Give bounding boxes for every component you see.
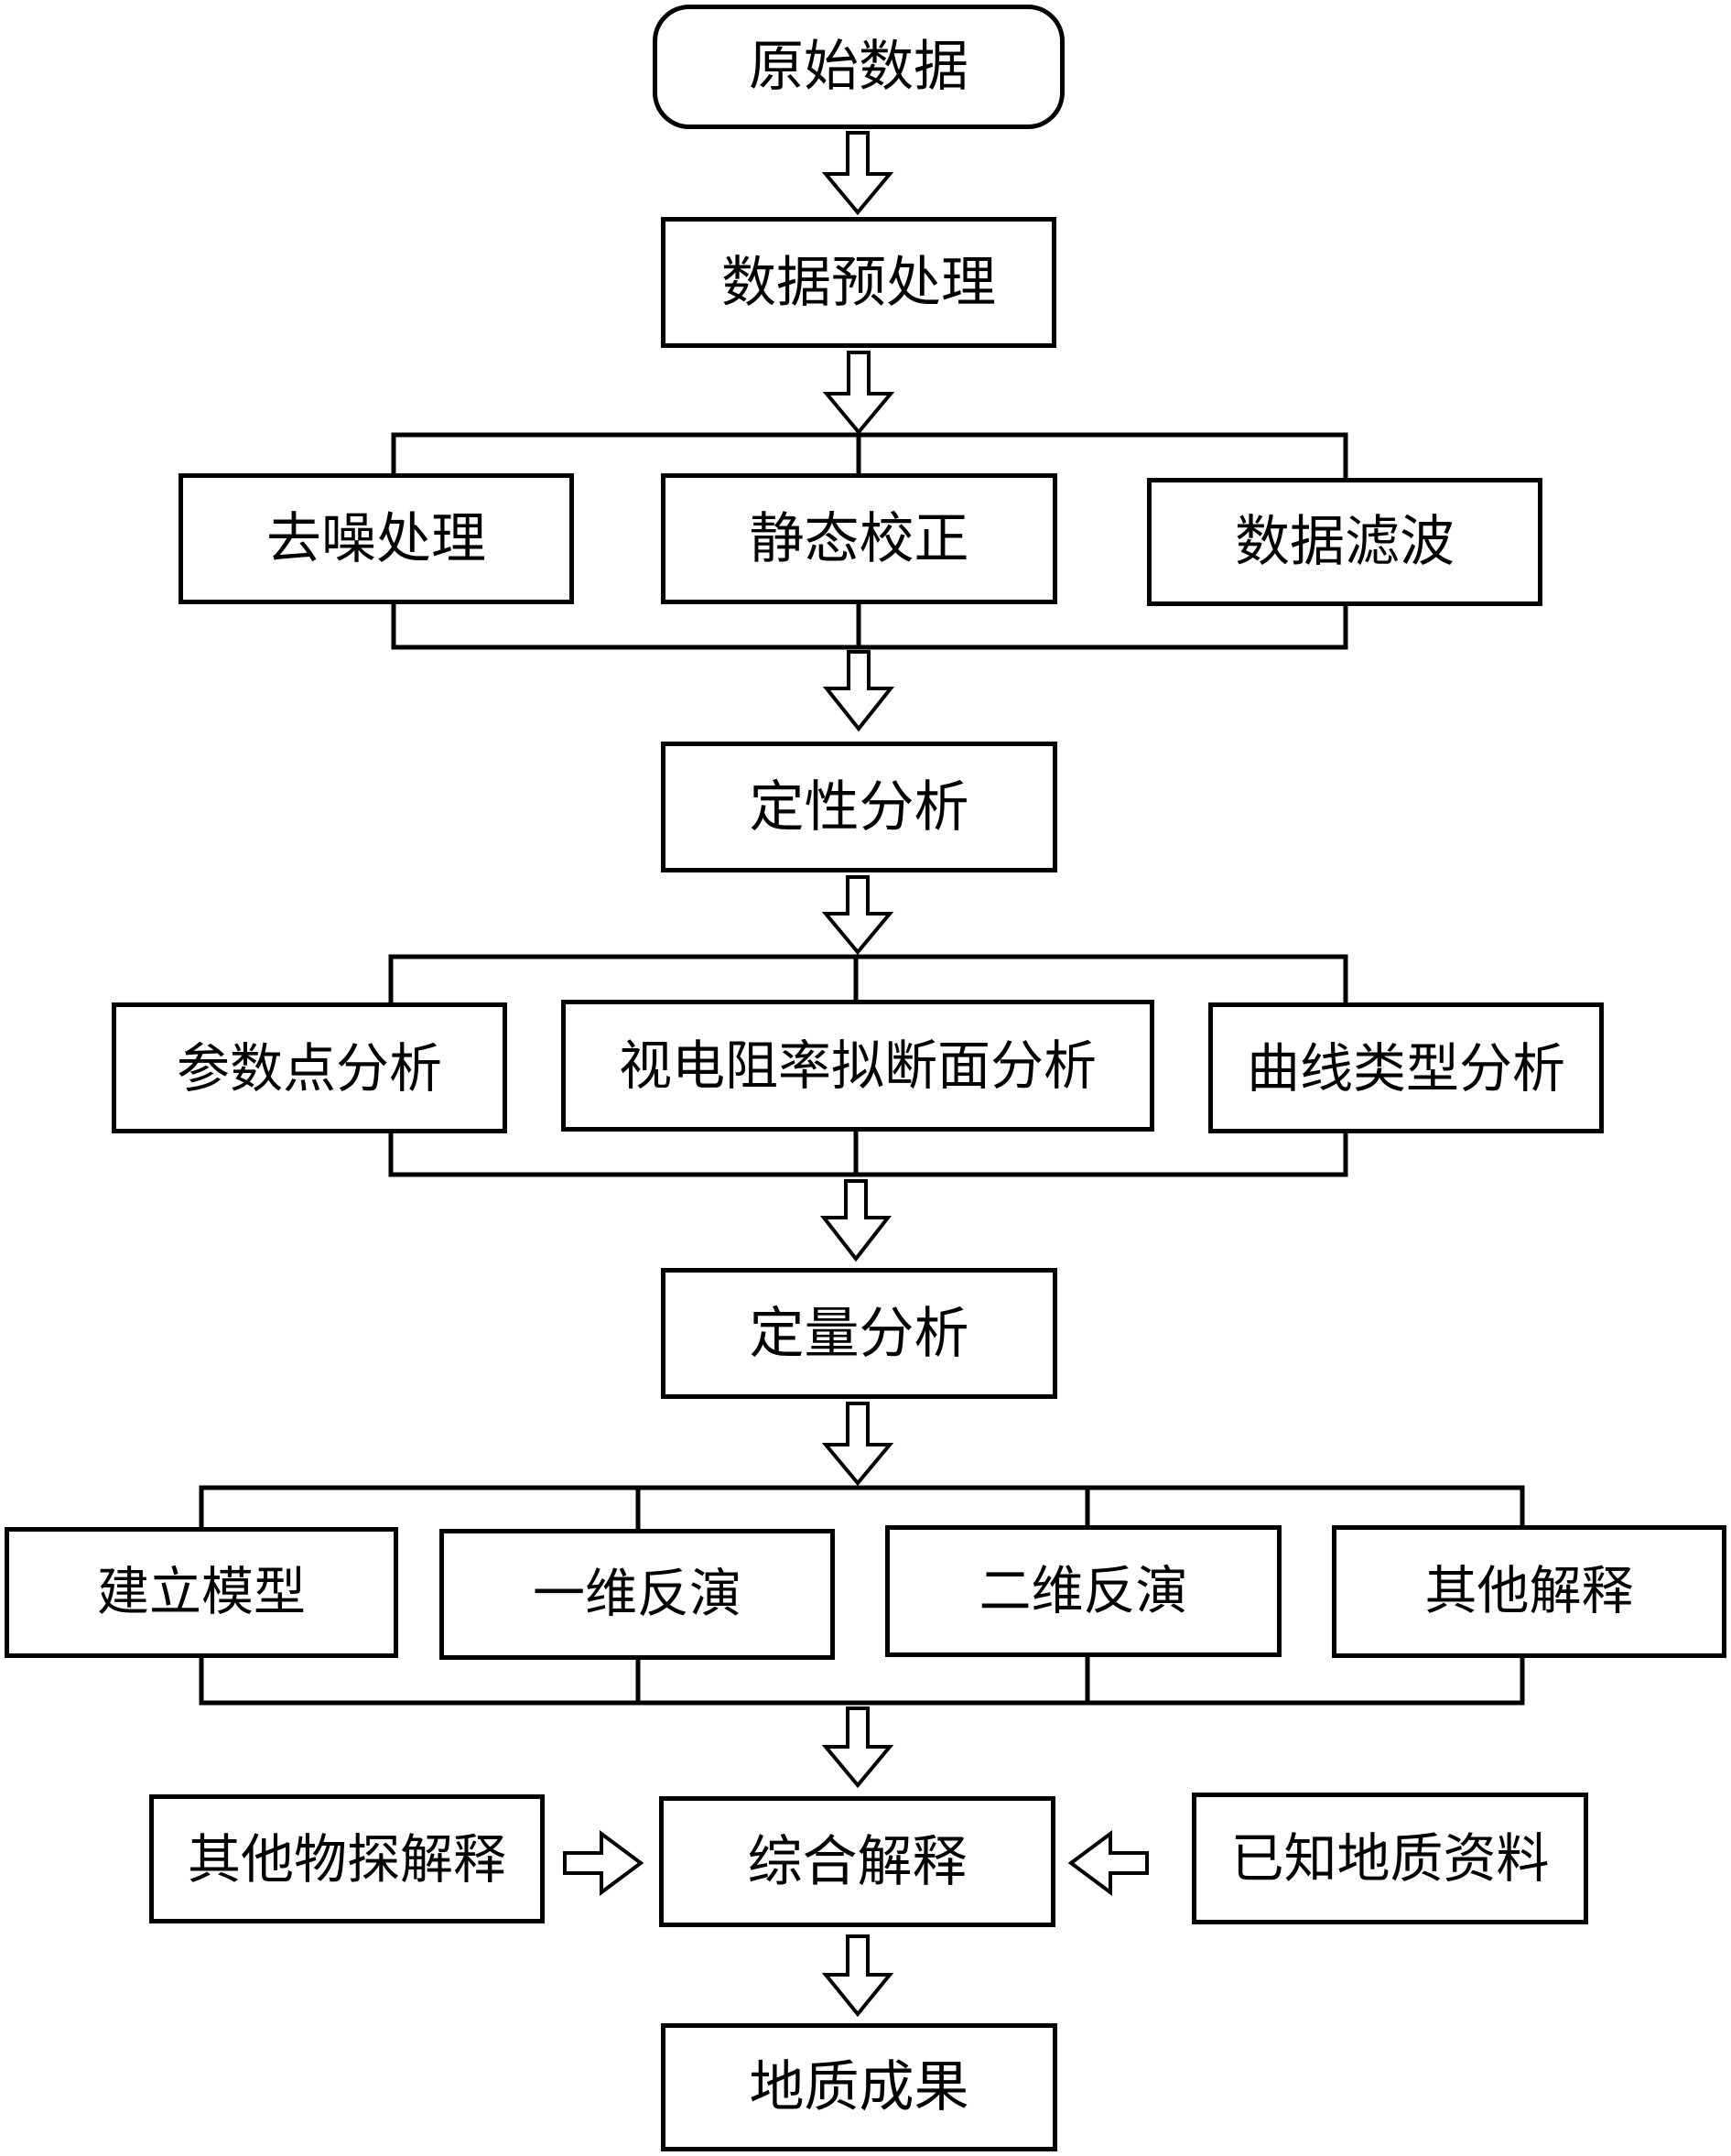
node-curve-type: 曲线类型分析 bbox=[1208, 1002, 1604, 1133]
node-other-geophysics: 其他物探解释 bbox=[149, 1794, 545, 1923]
arrow-down-icon bbox=[822, 351, 895, 436]
node-denoise: 去噪处理 bbox=[179, 473, 574, 604]
node-build-model: 建立模型 bbox=[5, 1527, 398, 1658]
arrow-down-icon bbox=[822, 650, 895, 732]
node-known-geology: 已知地质资料 bbox=[1192, 1793, 1588, 1924]
node-inversion-1d: 一维反演 bbox=[439, 1529, 835, 1660]
node-raw-data: 原始数据 bbox=[653, 5, 1065, 129]
arrow-down-icon bbox=[821, 131, 894, 216]
node-data-filter: 数据滤波 bbox=[1147, 478, 1542, 606]
arrow-down-icon bbox=[819, 1179, 893, 1262]
node-static-correction: 静态校正 bbox=[661, 473, 1057, 604]
node-qualitative: 定性分析 bbox=[661, 742, 1057, 872]
arrow-down-icon bbox=[821, 1706, 894, 1789]
split-bracket-quantitative bbox=[199, 1485, 1525, 1529]
split-bracket-qualitative bbox=[388, 954, 1348, 1004]
arrow-right-icon bbox=[563, 1830, 644, 1896]
node-param-point: 参数点分析 bbox=[112, 1002, 507, 1133]
merge-bracket-preprocess bbox=[391, 602, 1348, 650]
arrow-down-icon bbox=[821, 1402, 894, 1487]
node-geo-result: 地质成果 bbox=[661, 2023, 1057, 2151]
node-integrated: 综合解释 bbox=[659, 1796, 1055, 1927]
node-quantitative: 定量分析 bbox=[661, 1268, 1057, 1399]
node-preprocess: 数据预处理 bbox=[661, 217, 1056, 348]
merge-bracket-qualitative bbox=[388, 1132, 1348, 1177]
merge-bracket-quantitative bbox=[199, 1656, 1525, 1706]
node-inversion-2d: 二维反演 bbox=[885, 1525, 1282, 1657]
split-bracket-preprocess bbox=[391, 432, 1348, 478]
arrow-down-icon bbox=[821, 1934, 894, 2018]
arrow-left-icon bbox=[1067, 1830, 1149, 1896]
arrow-down-icon bbox=[821, 875, 894, 956]
node-apparent-resistivity: 视电阻率拟断面分析 bbox=[561, 1000, 1154, 1132]
node-other-interp: 其他解释 bbox=[1332, 1525, 1726, 1658]
